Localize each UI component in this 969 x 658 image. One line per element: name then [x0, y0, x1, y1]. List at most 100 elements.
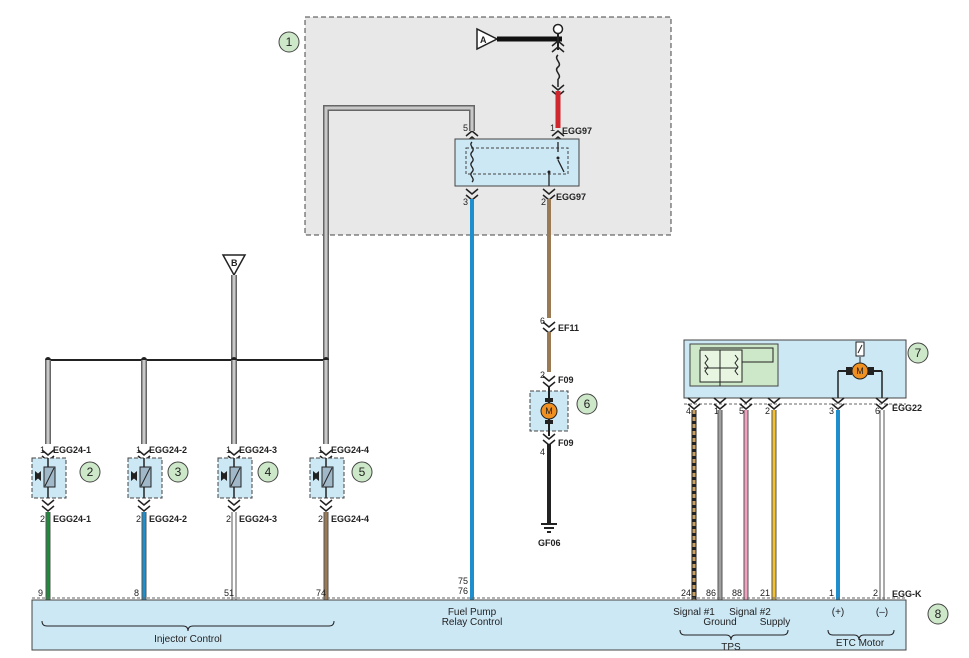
relay-pin-5: 5	[463, 123, 468, 133]
ecm-injector-pin-1: 9	[38, 588, 43, 598]
injector-control-label: Injector Control	[154, 634, 222, 645]
ecm-injector-pin-4: 74	[316, 588, 326, 598]
injector-3-top-conn: EGG24-3	[239, 445, 277, 455]
relay-pin-3: 3	[463, 197, 468, 207]
tps-pin-4: 4	[686, 406, 691, 416]
ground-icon	[541, 523, 557, 533]
relay-conn-top: EGG97	[562, 126, 592, 136]
fuel-pump-motor-icon	[540, 402, 558, 420]
ef11-label: EF11	[558, 323, 579, 333]
egg22-label: EGG22	[892, 403, 922, 413]
injectors: 1EGG24-12EGG24-19#11EGG24-22EGG24-28#21E…	[31, 360, 369, 618]
svg-text:8: 8	[935, 607, 942, 621]
etc-motor-brace	[827, 629, 895, 641]
svg-text:1: 1	[286, 35, 293, 49]
injector-4-top-conn: EGG24-4	[331, 445, 369, 455]
supply-label: Supply	[760, 617, 791, 628]
ecm-injector-pin-2: 8	[134, 588, 139, 598]
relay-area	[304, 16, 672, 236]
fuse-icon	[555, 54, 561, 80]
tps-pin-1: 1	[714, 406, 719, 416]
injector-4-bottom-pin: 2	[318, 514, 323, 524]
ecm-pin-75: 75	[458, 576, 468, 586]
ground-label-ecm: Ground	[703, 617, 736, 628]
relay-box	[454, 138, 580, 187]
svg-text:6: 6	[584, 397, 591, 411]
ecm-pin-21: 21	[760, 588, 770, 598]
ecm-box	[31, 599, 907, 651]
svg-text:2: 2	[87, 465, 94, 479]
injector-1-top-conn: EGG24-1	[53, 445, 91, 455]
injector-control-brace	[41, 620, 335, 632]
egg-k-label: EGG-K	[892, 589, 922, 599]
ecm-pin-24: 24	[681, 588, 691, 598]
relay-pin-2: 2	[541, 197, 546, 207]
relay-control-label: Relay Control	[442, 617, 503, 628]
relay-pin-1: 1	[550, 123, 555, 133]
ecm-pin-88: 88	[732, 588, 742, 598]
injector-2-bottom-pin: 2	[136, 514, 141, 524]
throttle-chevrons	[687, 397, 889, 410]
f09-bottom-pin: 4	[540, 447, 545, 457]
etc-pin-3: 3	[829, 406, 834, 416]
callout-5: 5	[351, 461, 373, 483]
signal1-label: Signal #1	[673, 607, 715, 618]
etc-plus-label: (+)	[832, 607, 845, 618]
etc-minus-label: (–)	[876, 607, 888, 618]
callout-1: 1	[278, 31, 300, 53]
injector-3-bottom-pin: 2	[226, 514, 231, 524]
ecm-pin-2: 2	[873, 588, 878, 598]
ecm-pin-1: 1	[829, 588, 834, 598]
injector-1-bottom-conn: EGG24-1	[53, 514, 91, 524]
marker-a: A	[476, 27, 499, 51]
injector-1-bottom-pin: 2	[40, 514, 45, 524]
callout-2: 2	[79, 461, 101, 483]
ecm-pin-76: 76	[458, 586, 468, 596]
svg-text:M: M	[856, 366, 864, 376]
ground-label: GF06	[538, 538, 561, 548]
f09-bottom-label: F09	[558, 438, 574, 448]
injector-3-bottom-conn: EGG24-3	[239, 514, 277, 524]
f09-top-pin: 2	[540, 370, 545, 380]
gray-wire	[324, 106, 474, 360]
injector-4-bottom-conn: EGG24-4	[331, 514, 369, 524]
ef11-pin: 6	[540, 316, 545, 326]
battery-terminal	[552, 23, 564, 35]
svg-text:7: 7	[915, 346, 922, 360]
relay-switch	[557, 159, 565, 173]
etc-pin-6: 6	[875, 406, 880, 416]
callout-8: 8	[927, 603, 949, 625]
fuel-pump-label: Fuel Pump	[448, 607, 497, 618]
callout-3: 3	[167, 461, 189, 483]
svg-text:A: A	[480, 35, 487, 45]
callout-7: 7	[907, 342, 929, 364]
relay-conn-bottom: EGG97	[556, 192, 586, 202]
tps-brace	[679, 629, 789, 641]
svg-text:3: 3	[175, 465, 182, 479]
tps-label: TPS	[721, 642, 741, 653]
ecm-injector-pin-3: 51	[224, 588, 234, 598]
callout-6: 6	[576, 393, 598, 415]
f09-top-label: F09	[558, 375, 574, 385]
marker-b: B	[221, 254, 247, 277]
tps-pin-2: 2	[765, 406, 770, 416]
etc-motor-label: ETC Motor	[836, 638, 885, 649]
injector-2-bottom-conn: EGG24-2	[149, 514, 187, 524]
callout-4: 4	[257, 461, 279, 483]
svg-text:4: 4	[265, 465, 272, 479]
battery-connector	[551, 40, 565, 53]
svg-text:B: B	[231, 258, 238, 268]
signal2-label: Signal #2	[729, 607, 771, 618]
injector-2-top-conn: EGG24-2	[149, 445, 187, 455]
etc-motor-icon	[851, 362, 869, 380]
svg-text:M: M	[545, 406, 553, 416]
tps-pin-5: 5	[739, 406, 744, 416]
ecm-pin-86: 86	[706, 588, 716, 598]
tps-potentiometer-icon	[699, 349, 743, 383]
svg-text:5: 5	[359, 465, 366, 479]
